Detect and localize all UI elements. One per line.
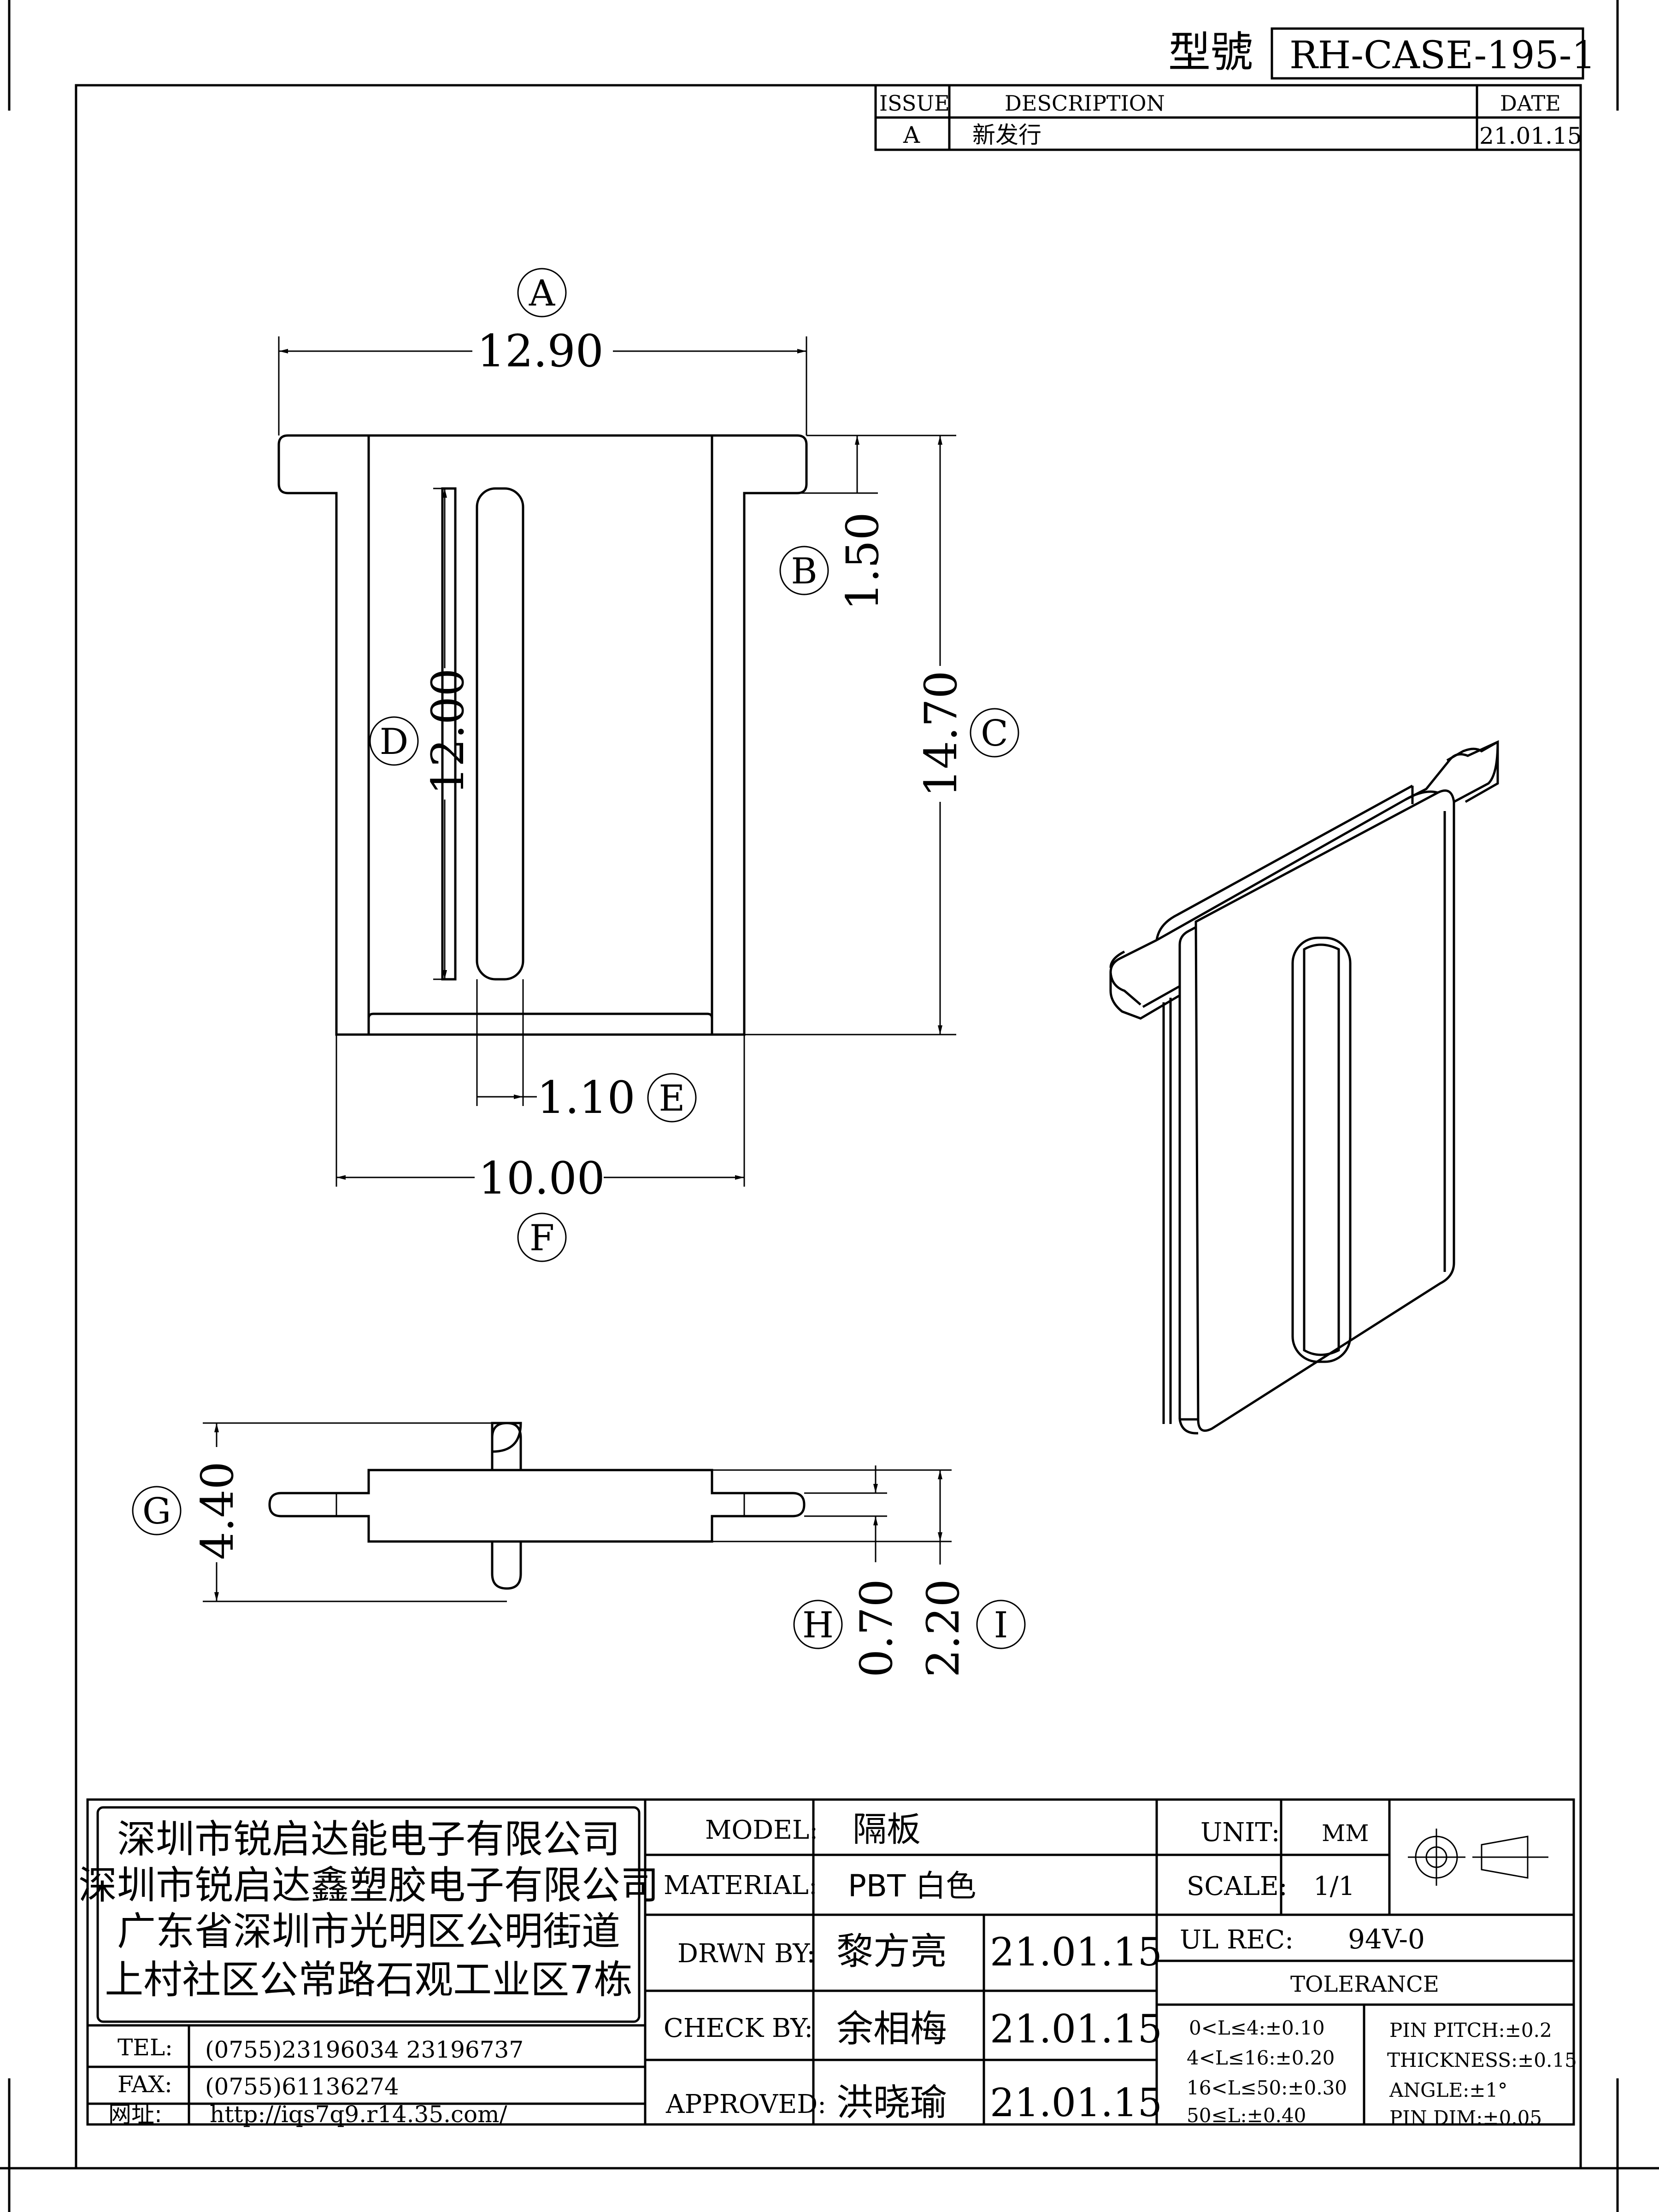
dim-e-tag: E xyxy=(659,1078,685,1119)
rev-header-date: DATE xyxy=(1500,91,1561,116)
side-view xyxy=(268,1422,806,1590)
ul-label: UL REC: xyxy=(1180,1925,1294,1955)
projection-symbol-icon xyxy=(1408,1829,1548,1886)
dim-c-tag: C xyxy=(981,713,1008,754)
company-line-2: 深圳市锐启达鑫塑胶电子有限公司 xyxy=(78,1863,659,1908)
drawn-label: DRWN BY: xyxy=(677,1939,815,1969)
drawn-date: 21.01.15 xyxy=(990,1930,1162,1975)
dim-b-value: 1.50 xyxy=(837,512,888,611)
dim-h: 0.70 H xyxy=(793,1465,902,1677)
fax-label: FAX: xyxy=(118,2071,172,2098)
unit-value: MM xyxy=(1322,1820,1369,1847)
scale-value: 1/1 xyxy=(1313,1871,1355,1901)
header-model-label: 型號 xyxy=(1168,28,1253,77)
dim-g-value: 4.40 xyxy=(192,1461,243,1560)
dim-d-tag: D xyxy=(380,721,409,763)
company-info: 深圳市锐启达能电子有限公司 深圳市锐启达鑫塑胶电子有限公司 广东省深圳市光明区公… xyxy=(78,1817,659,2128)
header-model: 型號 RH-CASE-195-1 xyxy=(1168,27,1596,80)
rev-row-date: 21.01.15 xyxy=(1479,123,1582,149)
tel-label: TEL: xyxy=(118,2034,173,2061)
rev-row-description: 新发行 xyxy=(972,122,1041,148)
check-name: 余相梅 xyxy=(836,2007,947,2050)
dim-g-tag: G xyxy=(142,1491,171,1532)
dim-d: 12.00 D xyxy=(369,488,474,980)
dim-i: 2.20 I xyxy=(712,1469,1026,1677)
tolerance-label: TOLERANCE xyxy=(1290,1971,1439,1997)
drawn-name: 黎方亮 xyxy=(836,1930,947,1973)
web-label: 网址: xyxy=(108,2101,162,2128)
tol-1: 0<L≤4:±0.10 xyxy=(1189,2017,1325,2039)
front-view xyxy=(277,434,808,1036)
web-value: http://iqs7q9.r14.35.com/ xyxy=(210,2101,507,2128)
material-value: PBT 白色 xyxy=(848,1868,976,1904)
tol-7: ANGLE:±1° xyxy=(1389,2079,1507,2101)
dim-f-tag: F xyxy=(529,1218,554,1259)
approved-date: 21.01.15 xyxy=(990,2080,1162,2125)
dim-b: 1.50 B xyxy=(744,435,888,611)
dim-h-tag: H xyxy=(802,1605,834,1646)
company-line-1: 深圳市锐启达能电子有限公司 xyxy=(117,1817,620,1862)
dim-c-value: 14.70 xyxy=(915,671,967,797)
revision-table: ISSUE DESCRIPTION DATE A 新发行 21.01.15 xyxy=(874,84,1582,151)
tol-5: PIN PITCH:±0.2 xyxy=(1389,2019,1552,2041)
tol-4: 50≤L:±0.40 xyxy=(1187,2104,1306,2127)
dim-a-tag: A xyxy=(529,273,556,314)
company-line-3: 广东省深圳市光明区公明街道 xyxy=(117,1909,620,1954)
tol-8: PIN DIM:±0.05 xyxy=(1389,2106,1542,2129)
dim-d-value: 12.00 xyxy=(422,668,474,795)
scale-label: SCALE: xyxy=(1187,1871,1288,1901)
unit-label: UNIT: xyxy=(1200,1818,1280,1847)
rev-header-description: DESCRIPTION xyxy=(1005,91,1165,116)
drawing-border xyxy=(75,84,1582,2170)
fax-value: (0755)61136274 xyxy=(205,2073,399,2100)
rev-row-issue: A xyxy=(903,122,920,148)
rev-header-issue: ISSUE xyxy=(879,91,950,116)
material-label: MATERIAL: xyxy=(664,1871,818,1900)
check-date: 21.01.15 xyxy=(990,2006,1162,2052)
company-line-4: 上村社区公常路石观工业区7栋 xyxy=(105,1957,632,2002)
tol-6: THICKNESS:±0.15 xyxy=(1387,2049,1577,2071)
dim-i-value: 2.20 xyxy=(918,1579,969,1677)
dim-h-value: 0.70 xyxy=(851,1579,902,1677)
header-model-value: RH-CASE-195-1 xyxy=(1289,34,1596,77)
dim-i-tag: I xyxy=(994,1605,1008,1646)
dim-f-value: 10.00 xyxy=(478,1153,605,1204)
dim-b-tag: B xyxy=(791,551,817,592)
tol-2: 4<L≤16:±0.20 xyxy=(1187,2047,1335,2069)
dim-a: 12.90 A xyxy=(278,268,807,435)
approved-name: 洪晓瑜 xyxy=(836,2081,947,2124)
ul-value: 94V-0 xyxy=(1348,1924,1425,1955)
model-label: MODEL: xyxy=(705,1815,818,1845)
model-value: 隔板 xyxy=(853,1810,921,1849)
title-fields: MODEL: 隔板 MATERIAL: PBT 白色 DRWN BY: 黎方亮 … xyxy=(664,1810,1577,2129)
tol-3: 16<L≤50:±0.30 xyxy=(1187,2077,1347,2099)
isometric-view xyxy=(1109,740,1499,1435)
dim-g: 4.40 G xyxy=(132,1422,507,1602)
dim-a-value: 12.90 xyxy=(477,325,604,377)
check-label: CHECK BY: xyxy=(664,2013,813,2043)
title-block xyxy=(86,1798,1575,2126)
dim-e-value: 1.10 xyxy=(537,1072,635,1124)
dim-f: 10.00 F xyxy=(335,1035,745,1262)
dim-c: 14.70 C xyxy=(744,435,1019,1035)
tel-value: (0755)23196034 23196737 xyxy=(205,2036,524,2063)
dim-e: 1.10 E xyxy=(476,979,697,1124)
approved-label: APPROVED: xyxy=(665,2089,826,2119)
